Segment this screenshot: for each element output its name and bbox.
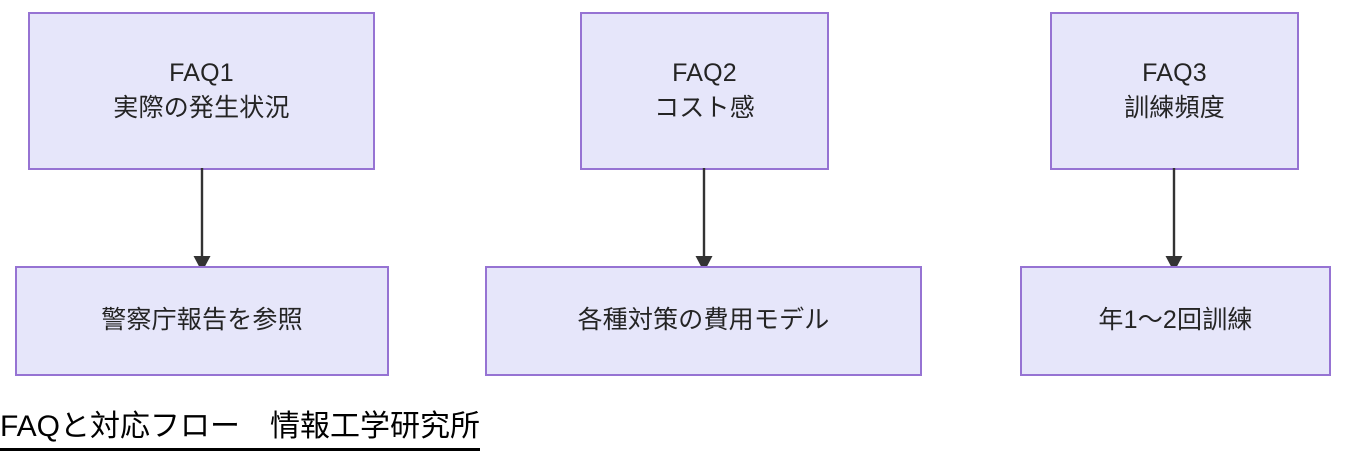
- node-faq3[interactable]: FAQ3 訓練頻度: [1050, 12, 1299, 170]
- down-arrow-icon: [1165, 168, 1183, 272]
- node-faq3-subtitle: 訓練頻度: [1124, 94, 1225, 122]
- node-answer-2-label: 各種対策の費用モデル: [577, 306, 830, 335]
- node-faq2[interactable]: FAQ2 コスト感: [580, 12, 829, 170]
- node-answer-3-label: 年1〜2回訓練: [1098, 306, 1253, 335]
- node-faq1-subtitle: 実際の発生状況: [113, 94, 290, 122]
- node-faq1-title: FAQ1: [169, 58, 234, 87]
- node-answer-2[interactable]: 各種対策の費用モデル: [485, 266, 922, 376]
- down-arrow-icon: [193, 168, 211, 272]
- node-faq2-title: FAQ2: [672, 58, 737, 87]
- node-answer-3[interactable]: 年1〜2回訓練: [1020, 266, 1331, 376]
- down-arrow-icon: [695, 168, 713, 272]
- diagram-caption: FAQと対応フロー 情報工学研究所: [0, 408, 481, 451]
- node-faq2-subtitle: コスト感: [654, 94, 755, 122]
- node-answer-1[interactable]: 警察庁報告を参照: [15, 266, 389, 376]
- node-faq1[interactable]: FAQ1 実際の発生状況: [28, 12, 375, 170]
- node-answer-1-label: 警察庁報告を参照: [101, 306, 303, 335]
- node-faq3-title: FAQ3: [1142, 58, 1207, 87]
